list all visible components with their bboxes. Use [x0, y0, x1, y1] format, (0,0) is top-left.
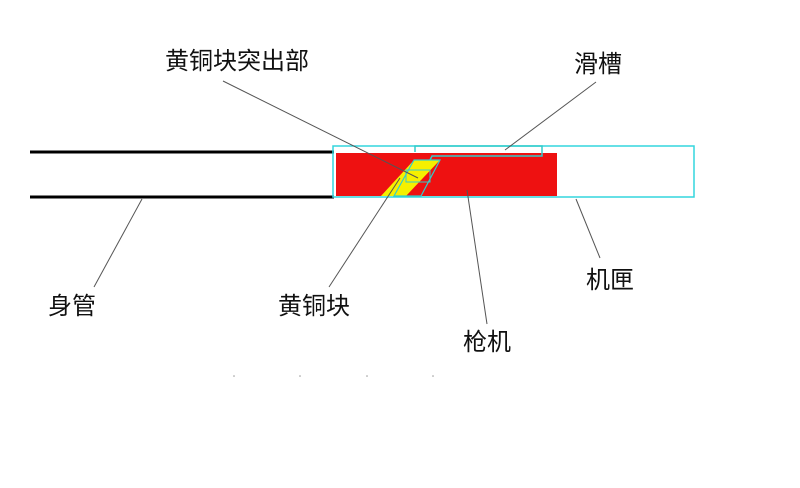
label-receiver: 机匣 [586, 266, 634, 294]
leader-brass-block [328, 177, 401, 288]
leader-receiver [575, 198, 601, 259]
label-brass-block: 黄铜块 [278, 292, 350, 320]
label-bolt: 枪机 [463, 328, 511, 356]
brass-block-protrusion [405, 169, 431, 183]
faint-dot [233, 375, 235, 377]
slide-groove [414, 145, 543, 165]
brass-block-outline [392, 159, 441, 197]
faint-dot [366, 375, 368, 377]
leader-protrusion [222, 80, 419, 179]
label-slide-groove: 滑槽 [574, 50, 622, 78]
label-barrel: 身管 [48, 292, 96, 320]
faint-dot [299, 375, 301, 377]
slide-groove-fill [416, 147, 541, 153]
faint-dot [432, 375, 434, 377]
bolt-body [336, 153, 557, 196]
leader-bolt [466, 189, 488, 325]
label-brass-block-protrusion: 黄铜块突出部 [165, 47, 309, 75]
leader-slide-groove [504, 81, 597, 151]
leader-barrel [93, 198, 143, 288]
brass-block [381, 160, 440, 196]
